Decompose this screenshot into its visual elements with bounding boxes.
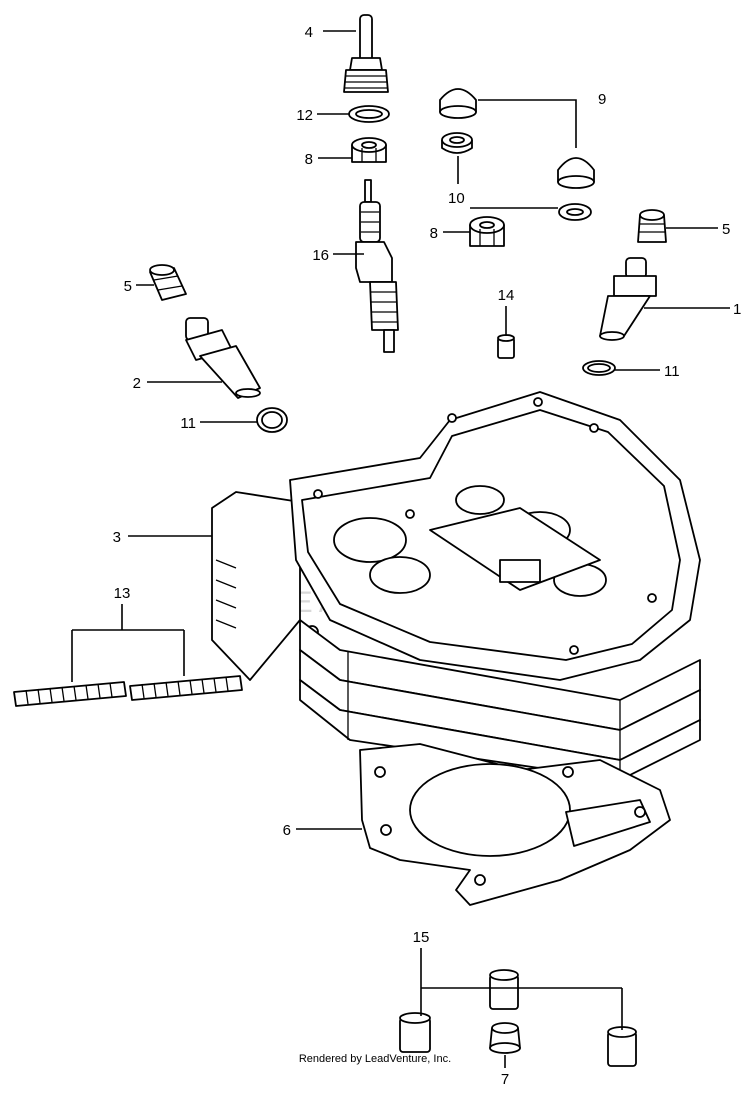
callout-10: 10 — [448, 190, 465, 207]
part-10-washer-top — [441, 132, 473, 154]
part-4-stud — [343, 14, 389, 93]
callout-11-left: 11 — [180, 415, 196, 432]
part-10-washer-right — [558, 203, 592, 221]
part-11-ring-right — [582, 360, 616, 376]
part-14-dowel-pin — [497, 334, 515, 359]
part-5-valve-cap-left — [149, 264, 187, 301]
callout-4: 4 — [305, 24, 313, 41]
part-7-seal — [489, 1022, 521, 1054]
callout-1: 1 — [733, 301, 741, 318]
part-11-ring-left — [256, 407, 288, 433]
part-15-dowel-center — [489, 969, 519, 1010]
part-3-cylinder-head — [211, 391, 701, 781]
leader-lines — [71, 30, 730, 1068]
callout-15: 15 — [413, 929, 430, 946]
callout-6: 6 — [283, 822, 291, 839]
callout-7: 7 — [501, 1071, 509, 1088]
part-8-nut-upper — [351, 137, 387, 163]
callout-16: 16 — [312, 247, 329, 264]
callout-11-right: 11 — [664, 363, 680, 380]
callout-13: 13 — [114, 585, 131, 602]
callout-8-upper: 8 — [305, 151, 313, 168]
callout-12: 12 — [296, 107, 313, 124]
part-9-cap-nut-top — [439, 88, 477, 119]
part-9-cap-nut-bottom — [557, 157, 595, 189]
part-16-spark-plug — [355, 179, 399, 353]
callout-3: 3 — [113, 529, 121, 546]
part-13-stud-right — [129, 675, 243, 701]
part-15-dowel-left — [399, 1012, 431, 1053]
part-8-nut-right — [469, 216, 505, 247]
callout-2: 2 — [133, 375, 141, 392]
part-2-valve-guide-left — [185, 317, 261, 399]
callout-14: 14 — [498, 287, 515, 304]
part-5-valve-cap-right — [637, 209, 667, 243]
part-13-stud-left — [13, 681, 127, 707]
callout-5-left: 5 — [124, 278, 132, 295]
part-1-valve-guide-right — [599, 257, 657, 341]
part-6-head-gasket — [359, 743, 671, 906]
part-12-washer — [348, 105, 390, 123]
part-15-dowel-right — [607, 1026, 637, 1067]
callout-5-right: 5 — [722, 221, 730, 238]
callout-8-right: 8 — [430, 225, 438, 242]
footer-credit: Rendered by LeadVenture, Inc. — [299, 1053, 451, 1065]
callout-9: 9 — [598, 91, 606, 108]
